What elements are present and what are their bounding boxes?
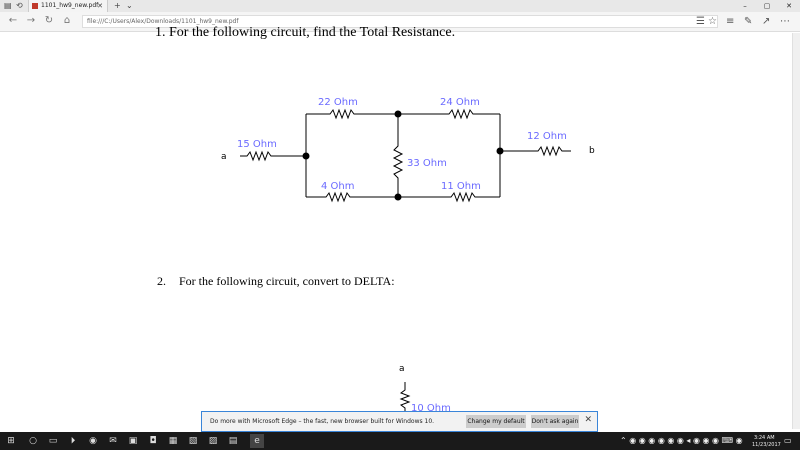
label-4-ohm: 4 Ohm <box>321 181 355 192</box>
question-2-number: 2. <box>157 274 166 288</box>
home-icon[interactable]: ⌂ <box>63 15 71 26</box>
label-node-b: b <box>589 146 595 156</box>
label-11-ohm: 11 Ohm <box>441 181 481 192</box>
label-15-ohm: 15 Ohm <box>237 139 277 150</box>
label-12-ohm: 12 Ohm <box>527 131 567 142</box>
notes-icon[interactable]: ✎ <box>744 16 753 27</box>
resistor-10 <box>399 382 411 429</box>
edge-icon[interactable]: e <box>250 434 264 448</box>
resistor-24 <box>398 108 500 120</box>
forward-icon[interactable]: → <box>26 15 36 26</box>
tab-manager-icon[interactable]: ▤ <box>4 1 12 10</box>
tab-menu-icon[interactable]: ⌄ <box>126 1 133 10</box>
task-view-icon[interactable]: ▭ <box>48 436 58 446</box>
node-top <box>394 110 402 118</box>
label-node-a: a <box>221 152 227 162</box>
back-icon[interactable]: ← <box>8 15 18 26</box>
favorite-star-icon[interactable]: ☆ <box>708 16 717 27</box>
label-33-ohm: 33 Ohm <box>407 158 447 169</box>
notification-icon[interactable]: ▭ <box>784 436 792 445</box>
refresh-icon[interactable]: ↻ <box>44 15 54 26</box>
navigation-bar: ← → ↻ ⌂ file:///C:/Users/Alex/Downloads/… <box>0 12 800 32</box>
resistor-4 <box>306 191 398 203</box>
node-bottom <box>394 193 402 201</box>
tab-close-icon[interactable]: ✕ <box>97 2 103 10</box>
share-icon[interactable]: ↗ <box>762 16 771 27</box>
more-icon[interactable]: ⋯ <box>780 16 790 27</box>
reading-view-icon[interactable]: ☰ <box>696 16 705 27</box>
resistor-33 <box>392 114 404 197</box>
minimize-button[interactable]: – <box>743 2 747 10</box>
tab-pdf[interactable]: 1101_hw9_new.pdf ✕ <box>28 0 108 12</box>
app-icon[interactable]: ◘ <box>149 436 157 446</box>
resistor-12 <box>500 145 571 157</box>
label-22-ohm: 22 Ohm <box>318 97 358 108</box>
address-bar[interactable]: file:///C:/Users/Alex/Downloads/1101_hw9… <box>82 15 718 28</box>
pdf-icon <box>32 3 38 9</box>
hub-icon[interactable]: ≡ <box>726 16 735 27</box>
media-player-icon[interactable]: ⏵ <box>70 436 76 446</box>
clock-date[interactable]: 11/23/2017 <box>752 442 781 448</box>
node-left <box>302 152 310 160</box>
label-24-ohm: 24 Ohm <box>440 97 480 108</box>
store-icon[interactable]: ▦ <box>168 436 178 446</box>
banner-close-icon[interactable]: ✕ <box>584 415 592 425</box>
app-icon-2[interactable]: ▧ <box>188 436 198 446</box>
scrollbar[interactable] <box>792 33 800 429</box>
dont-ask-again-button[interactable]: Don't ask again <box>531 415 579 428</box>
change-default-button[interactable]: Change my default <box>466 415 526 428</box>
resistor-15 <box>240 150 306 162</box>
new-tab-icon[interactable]: + <box>114 1 121 10</box>
label-10-ohm: 10 Ohm <box>411 403 451 414</box>
clock-time[interactable]: 3:24 AM <box>754 435 775 441</box>
circuit-1-diagram: 22 Ohm 24 Ohm 15 Ohm 12 Ohm 33 Ohm 4 Ohm… <box>221 97 595 429</box>
banner-message: Do more with Microsoft Edge – the fast, … <box>210 418 435 425</box>
pdf-viewer[interactable]: 1. For the following circuit, find the T… <box>0 25 792 429</box>
explorer-icon[interactable]: ▤ <box>228 436 238 446</box>
tab-title: 1101_hw9_new.pdf <box>41 2 99 9</box>
cortana-icon[interactable]: ○ <box>29 436 37 446</box>
title-bar: ▤ ⟲ 1101_hw9_new.pdf ✕ + ⌄ – ▢ ✕ <box>0 0 800 12</box>
resistor-11 <box>398 191 500 203</box>
question-1-heading: 1. For the following circuit, find the T… <box>155 25 456 40</box>
close-window-button[interactable]: ✕ <box>786 2 792 10</box>
taskbar: ⊞ ○ ▭ ⏵ ◉ ✉ ▣ ◘ ▦ ▧ ▨ ▤ e ⌃ ◉ ◉ ◉ ◉ ◉ ◉ … <box>0 432 800 450</box>
back-tabs-icon[interactable]: ⟲ <box>16 1 23 10</box>
maximize-button[interactable]: ▢ <box>763 2 771 10</box>
chrome-icon[interactable]: ◉ <box>89 436 97 446</box>
mail-icon[interactable]: ✉ <box>109 436 117 446</box>
edge-default-banner: Do more with Microsoft Edge – the fast, … <box>201 411 598 432</box>
label-circuit2-node-a: a <box>399 364 405 374</box>
app-icon-3[interactable]: ▨ <box>208 436 218 446</box>
resistor-22 <box>306 108 398 120</box>
tray-icons[interactable]: ⌃ ◉ ◉ ◉ ◉ ◉ ◉ ◂ ◉ ◉ ◉ ⌨ ◉ <box>620 436 743 445</box>
question-2-text: For the following circuit, convert to DE… <box>179 274 395 288</box>
windows-start-icon[interactable]: ⊞ <box>7 436 15 446</box>
node-right <box>496 147 504 155</box>
camera-icon[interactable]: ▣ <box>128 436 138 446</box>
